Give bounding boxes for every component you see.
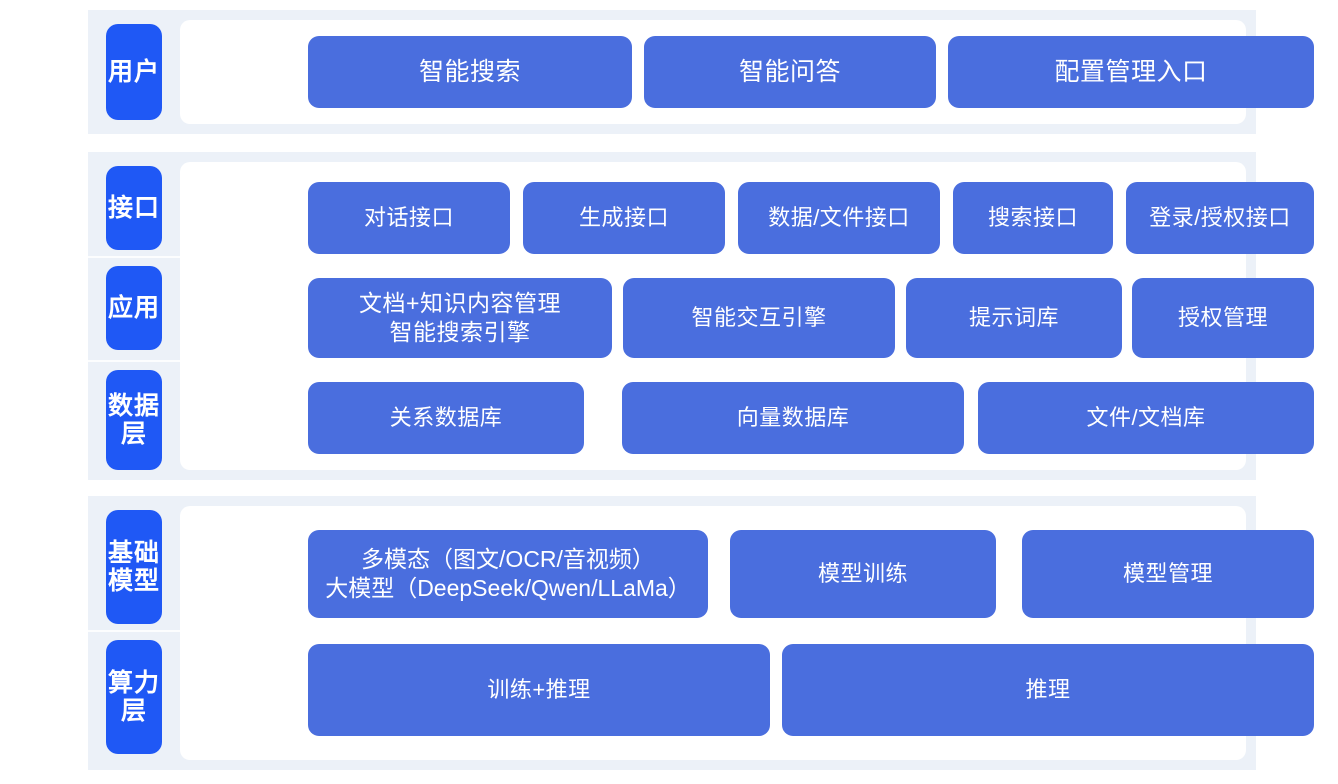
- box-login-auth-api[interactable]: 登录/授权接口: [1126, 182, 1314, 254]
- box-smart-qa[interactable]: 智能问答: [644, 36, 936, 108]
- box-generation-api[interactable]: 生成接口: [523, 182, 725, 254]
- infrastructure-rail: 基础模型 算力层: [88, 496, 180, 770]
- middle-card: 对话接口 生成接口 数据/文件接口 搜索接口 登录/授权接口 文档+知识内容管理…: [180, 162, 1314, 470]
- section-infrastructure: 基础模型 算力层 多模态（图文/OCR/音视频） 大模型（DeepSeek/Qw…: [88, 496, 1314, 770]
- rail-separator-2: [88, 360, 180, 362]
- box-model-management[interactable]: 模型管理: [1022, 530, 1314, 618]
- box-multimodal-large-model[interactable]: 多模态（图文/OCR/音视频） 大模型（DeepSeek/Qwen/LLaMa）: [308, 530, 708, 618]
- layer-label-compute: 算力层: [106, 640, 162, 754]
- layer-label-application: 应用: [106, 266, 162, 350]
- box-search-api[interactable]: 搜索接口: [953, 182, 1113, 254]
- box-smart-interaction-engine[interactable]: 智能交互引擎: [623, 278, 895, 358]
- middle-rail: 接口 应用 数据层: [88, 152, 180, 480]
- box-relational-database[interactable]: 关系数据库: [308, 382, 584, 454]
- box-file-document-store[interactable]: 文件/文档库: [978, 382, 1314, 454]
- box-prompt-library[interactable]: 提示词库: [906, 278, 1122, 358]
- box-authorization-management[interactable]: 授权管理: [1132, 278, 1314, 358]
- infrastructure-card: 多模态（图文/OCR/音视频） 大模型（DeepSeek/Qwen/LLaMa）…: [180, 506, 1314, 760]
- layer-label-data: 数据层: [106, 370, 162, 470]
- rail-separator-1: [88, 256, 180, 258]
- rail-separator-3: [88, 630, 180, 632]
- box-vector-database[interactable]: 向量数据库: [622, 382, 964, 454]
- layer-label-user: 用户: [106, 24, 162, 120]
- box-data-file-api[interactable]: 数据/文件接口: [738, 182, 940, 254]
- box-doc-knowledge-content-management[interactable]: 文档+知识内容管理 智能搜索引擎: [308, 278, 612, 358]
- layer-label-foundation-model: 基础模型: [106, 510, 162, 624]
- box-model-training[interactable]: 模型训练: [730, 530, 996, 618]
- user-rail: 用户: [88, 10, 180, 134]
- user-card: 智能搜索 智能问答 配置管理入口: [180, 20, 1314, 124]
- box-smart-search[interactable]: 智能搜索: [308, 36, 632, 108]
- box-inference[interactable]: 推理: [782, 644, 1314, 736]
- section-user: 用户 智能搜索 智能问答 配置管理入口: [88, 10, 1314, 134]
- box-config-management-entry[interactable]: 配置管理入口: [948, 36, 1314, 108]
- box-training-and-inference[interactable]: 训练+推理: [308, 644, 770, 736]
- layer-label-interface: 接口: [106, 166, 162, 250]
- box-dialogue-api[interactable]: 对话接口: [308, 182, 510, 254]
- section-middle: 接口 应用 数据层 对话接口 生成接口 数据/文件接口 搜索接口 登录/授权接口…: [88, 152, 1314, 480]
